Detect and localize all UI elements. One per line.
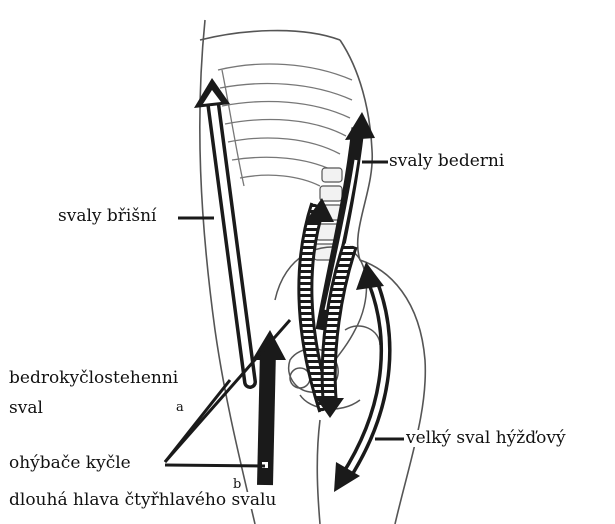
lumbar-muscles-label: svaly bederni xyxy=(388,153,505,170)
gluteus-maximus-label: velký sval hýžďový xyxy=(405,430,567,447)
hip-flexors-label: ohýbače kyčle xyxy=(8,455,132,472)
iliopsoas-label-line1: bedrokyčlostehenni xyxy=(8,370,179,387)
rectus-femoris-arrow xyxy=(252,330,286,485)
abdominal-muscle-arrow xyxy=(194,78,250,382)
abdominal-muscles-label: svaly břišní xyxy=(57,208,157,225)
iliopsoas-label-line2: sval xyxy=(8,400,44,417)
rectus-femoris-label: dlouhá hlava čtyřhlavého svalu xyxy=(8,492,277,509)
marker-b: b xyxy=(232,478,242,491)
marker-a: a xyxy=(175,401,185,414)
